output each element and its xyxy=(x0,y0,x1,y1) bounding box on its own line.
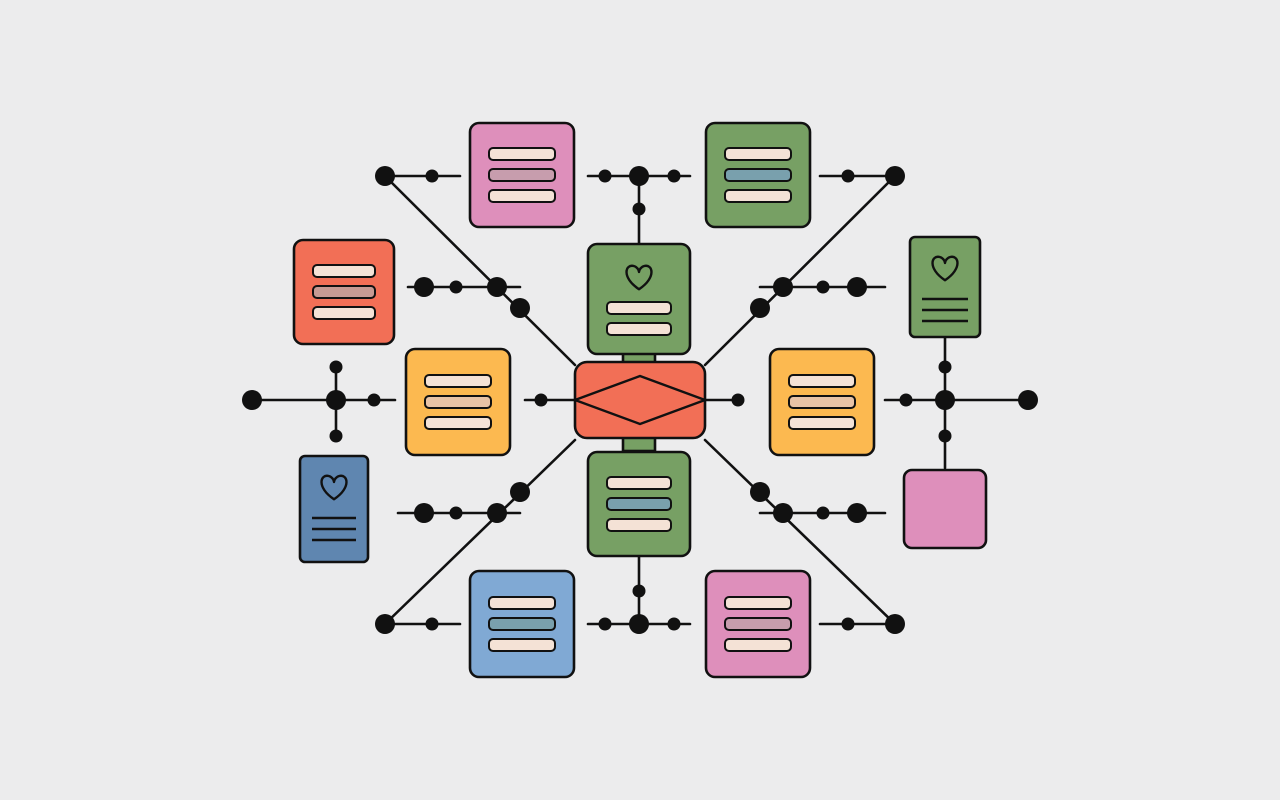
junction-dot xyxy=(773,277,793,297)
junction-dot xyxy=(487,503,507,523)
profile-card-box xyxy=(908,235,982,339)
content-bar xyxy=(724,596,792,610)
junction-dot xyxy=(632,202,646,216)
card-left-yellow xyxy=(404,347,512,457)
content-bar xyxy=(788,374,856,388)
profile-left xyxy=(298,454,370,564)
content-bar xyxy=(488,147,556,161)
connector-line xyxy=(703,174,897,367)
content-bar xyxy=(788,416,856,430)
junction-dot xyxy=(375,614,395,634)
content-bar xyxy=(606,476,672,490)
junction-dot xyxy=(938,360,952,374)
content-bar xyxy=(724,638,792,652)
content-bar xyxy=(788,395,856,409)
diagram-nodes xyxy=(292,121,988,679)
content-bar xyxy=(606,518,672,532)
heart-icon xyxy=(931,255,959,282)
content-bar xyxy=(724,147,792,161)
connector-line xyxy=(703,438,897,626)
junction-dot xyxy=(449,280,463,294)
junction-dot xyxy=(329,360,343,374)
junction-dot xyxy=(629,614,649,634)
junction-dot xyxy=(750,298,770,318)
junction-dot xyxy=(847,277,867,297)
connector-line xyxy=(383,438,577,626)
junction-dot xyxy=(773,503,793,523)
content-bar xyxy=(312,306,376,320)
junction-dots xyxy=(242,166,1038,634)
junction-dot xyxy=(629,166,649,186)
diamond-icon xyxy=(573,374,707,426)
content-bar xyxy=(488,617,556,631)
card-top-center xyxy=(586,242,692,356)
junction-dot xyxy=(816,506,830,520)
content-bar xyxy=(424,374,492,388)
junction-dot xyxy=(731,393,745,407)
card-bottom-right-pink xyxy=(704,569,812,679)
content-bar xyxy=(312,285,376,299)
junction-dot xyxy=(534,393,548,407)
junction-dot xyxy=(414,277,434,297)
junction-dot xyxy=(598,617,612,631)
junction-dot xyxy=(598,169,612,183)
hub-box xyxy=(573,360,707,440)
junction-dot xyxy=(449,506,463,520)
content-bar xyxy=(312,264,376,278)
junction-dot xyxy=(667,169,681,183)
content-bar xyxy=(724,168,792,182)
junction-dot xyxy=(847,503,867,523)
junction-dot xyxy=(750,482,770,502)
junction-dot xyxy=(414,503,434,523)
junction-dot xyxy=(510,298,530,318)
card-box xyxy=(586,242,692,356)
junction-dot xyxy=(885,614,905,634)
junction-dot xyxy=(242,390,262,410)
content-bar xyxy=(606,301,672,315)
plain-pink-square xyxy=(902,468,988,550)
card-bottom-center xyxy=(586,450,692,558)
content-bar xyxy=(488,189,556,203)
junction-dot xyxy=(841,617,855,631)
junction-dot xyxy=(816,280,830,294)
card-top-right xyxy=(704,121,812,229)
card-mid-left xyxy=(292,238,396,346)
content-bar xyxy=(488,168,556,182)
heart-icon xyxy=(625,264,653,291)
junction-dot xyxy=(510,482,530,502)
content-bar xyxy=(724,617,792,631)
junction-dot xyxy=(329,429,343,443)
junction-dot xyxy=(326,390,346,410)
content-bar xyxy=(488,638,556,652)
content-bar xyxy=(424,395,492,409)
content-bar xyxy=(488,596,556,610)
junction-dot xyxy=(425,617,439,631)
junction-dot xyxy=(841,169,855,183)
junction-dot xyxy=(375,166,395,186)
connector-line xyxy=(383,174,577,367)
card-right-yellow xyxy=(768,347,876,457)
junction-dot xyxy=(425,169,439,183)
center-hub xyxy=(573,360,707,440)
profile-card-box xyxy=(298,454,370,564)
card-bottom-left-blue xyxy=(468,569,576,679)
junction-dot xyxy=(899,393,913,407)
content-bar xyxy=(606,497,672,511)
junction-dot xyxy=(632,584,646,598)
junction-dot xyxy=(935,390,955,410)
junction-dot xyxy=(667,617,681,631)
junction-dot xyxy=(1018,390,1038,410)
profile-right xyxy=(908,235,982,339)
content-bar xyxy=(424,416,492,430)
content-bar xyxy=(724,189,792,203)
card-top-left xyxy=(468,121,576,229)
blank-square xyxy=(902,468,988,550)
junction-dot xyxy=(487,277,507,297)
heart-icon xyxy=(320,474,348,501)
content-bar xyxy=(606,322,672,336)
junction-dot xyxy=(938,429,952,443)
junction-dot xyxy=(885,166,905,186)
junction-dot xyxy=(367,393,381,407)
